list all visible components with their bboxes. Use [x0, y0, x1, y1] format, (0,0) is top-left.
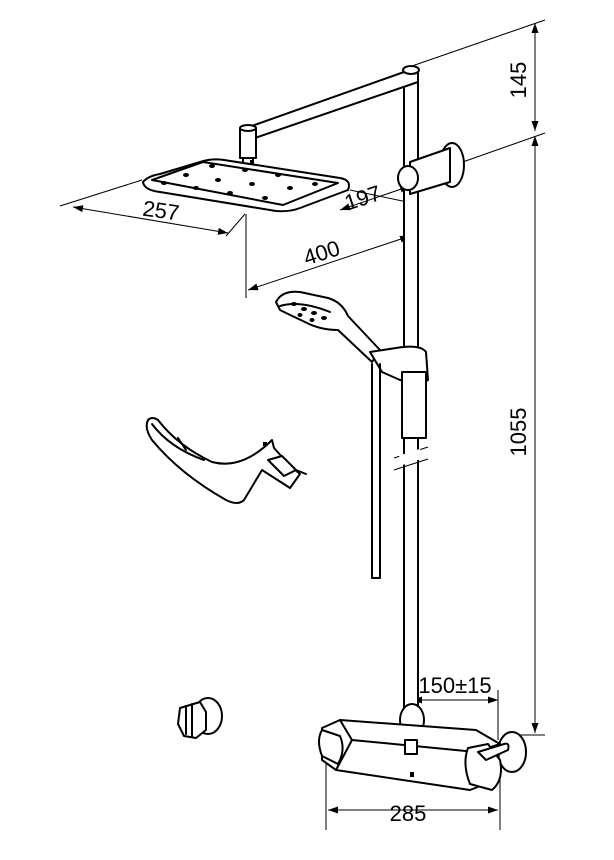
- dimension-lines: [59, 19, 546, 830]
- dim-145-label: 145: [506, 62, 531, 99]
- dim-1055-label: 1055: [506, 408, 531, 457]
- thermostatic-mixer: [318, 703, 527, 791]
- dim-150-label: 150±15: [418, 673, 491, 698]
- dim-285-label: 285: [390, 801, 427, 826]
- dim-400-label: 400: [300, 235, 343, 270]
- hand-shower-nozzles: [291, 302, 327, 322]
- overhead-shower-head: [142, 158, 350, 213]
- wall-connector: [177, 697, 223, 739]
- dim-257-label: 257: [141, 196, 181, 226]
- shower-arm: [239, 65, 420, 173]
- upper-wall-bracket: [397, 142, 465, 195]
- hand-shower: [275, 290, 429, 579]
- soap-dish: [145, 417, 307, 504]
- shower-head-nozzles: [161, 164, 318, 200]
